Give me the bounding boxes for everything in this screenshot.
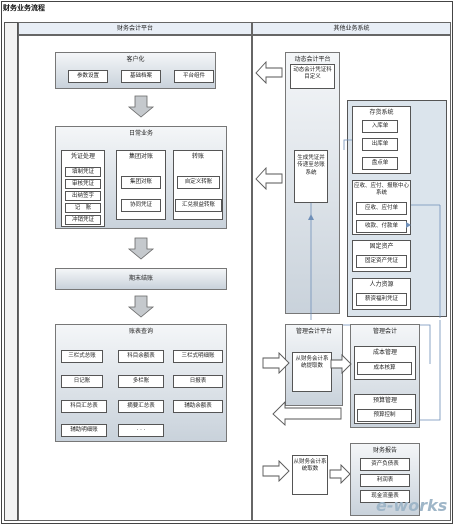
customize-item-params: 参数设置 (68, 70, 108, 83)
inventory-item-count: 盘点单 (362, 157, 398, 170)
lane-header-finance: 财务会计平台 (18, 22, 252, 35)
cost-item: 成本核算 (357, 362, 412, 375)
customize-title: 客户化 (126, 56, 145, 63)
report-title: 财务报告 (372, 447, 397, 454)
inventory-title: 存货系统 (369, 109, 394, 116)
query-item-detail: 三栏式明细账 (173, 350, 223, 363)
mgmt-platform-title: 管理会计平台 (295, 328, 332, 335)
down-arrow-1 (127, 95, 155, 118)
query-item-more: · · · (118, 424, 164, 437)
query-item-balance: 科目余额表 (118, 350, 164, 363)
lane-header-other: 其他业务系统 (252, 22, 451, 35)
daily-title: 日常业务 (128, 130, 153, 137)
side-strip (4, 22, 18, 521)
query-item-journal: 日记账 (61, 375, 103, 388)
report-item-profit: 利润表 (360, 474, 410, 487)
mgmt-platform-fetch: 从财务会计系统提取数 (292, 352, 332, 392)
transfer-item-fx: 汇兑损益转账 (175, 199, 222, 212)
period-end-label: 期末结账 (128, 275, 153, 282)
budget-item: 预算控制 (357, 409, 412, 422)
query-item-ledger: 三栏式总账 (61, 350, 103, 363)
fixed-title: 固定资产 (369, 243, 394, 250)
down-arrow-3 (127, 295, 155, 318)
query-item-daily: 日报表 (173, 375, 223, 388)
left-arrow-budget (272, 400, 342, 427)
period-end-box: 期末结账 (55, 268, 227, 290)
voucher-item-review: 审核凭证 (65, 179, 101, 189)
query-item-summary: 科目汇总表 (61, 400, 107, 413)
group-item-collab: 协同凭证 (121, 199, 161, 212)
right-arrow-report-2 (329, 463, 351, 485)
dynamic-gen-box: 生成凭证并传递至总账系统 (294, 150, 328, 203)
customize-item-archive: 基础档案 (121, 70, 161, 83)
inventory-item-in: 入库单 (362, 120, 398, 133)
voucher-item-cashier: 出纳签字 (65, 191, 101, 201)
right-arrow-mgmt (262, 351, 290, 375)
cost-title: 成本管理 (372, 349, 397, 356)
voucher-item-reverse: 冲销凭证 (65, 215, 101, 225)
arap-title: 应收、应付、报账中心系统 (353, 183, 409, 196)
voucher-title: 凭证处理 (70, 153, 95, 160)
group-title: 集团对账 (128, 153, 153, 160)
query-item-aux-balance: 辅助余额表 (173, 400, 223, 413)
query-item-aux-detail: 辅助明细账 (61, 424, 107, 437)
dynamic-title: 动态会计平台 (294, 56, 331, 63)
left-arrow-customize (255, 60, 283, 85)
hr-title: 人力资源 (369, 281, 394, 288)
left-arrow-daily (255, 166, 283, 191)
customize-item-component: 平台组件 (174, 70, 214, 83)
voucher-item-post: 记 账 (65, 203, 101, 213)
right-arrow-report (262, 459, 290, 483)
diagram-title: 财务业务流程 (3, 4, 45, 12)
budget-title: 预算管理 (372, 397, 397, 404)
report-fetch-box: 从财务会计系统取数 (292, 455, 328, 495)
fixed-item-voucher: 固定资产凭证 (356, 255, 407, 268)
group-item-reconcile: 集团对账 (121, 176, 161, 189)
inventory-item-out: 出库单 (362, 138, 398, 151)
arap-item-bill: 应收、应付单 (356, 202, 407, 215)
dynamic-def-box: 动态会计凭证科目定义 (290, 64, 335, 89)
watermark-logo: e-works (376, 496, 448, 515)
report-item-cashflow: 现金流量表 (360, 490, 410, 503)
mgmt-title: 管理会计 (372, 328, 397, 335)
down-arrow-2 (127, 237, 155, 260)
transfer-item-custom: 自定义转账 (177, 176, 220, 189)
voucher-item-fill: 填制凭证 (65, 167, 101, 177)
query-item-abstract: 摘要汇总表 (118, 400, 164, 413)
transfer-title: 转账 (191, 153, 204, 160)
query-title: 账表查询 (128, 328, 153, 335)
query-item-multi: 多栏账 (118, 375, 164, 388)
right-arrow-cost (330, 353, 352, 375)
hr-item-voucher: 薪资福利凭证 (356, 293, 407, 306)
report-item-balance: 资产负债表 (360, 458, 410, 471)
